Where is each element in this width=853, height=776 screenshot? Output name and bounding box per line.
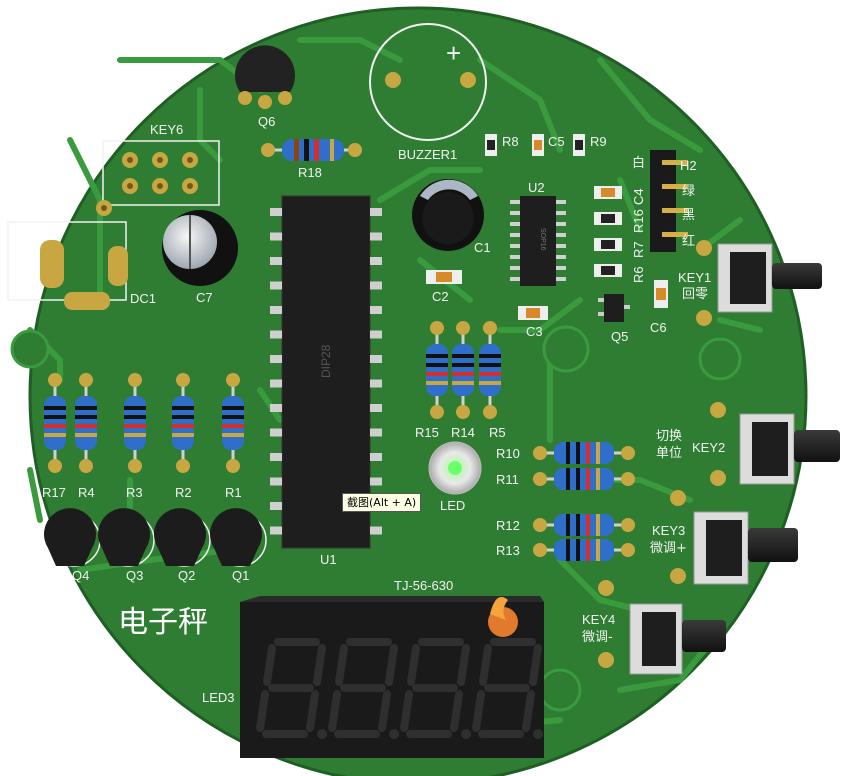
smd-c4-r16-r7-r6 bbox=[594, 186, 622, 277]
label-c5: C5 bbox=[548, 134, 565, 149]
board-title: 电子秤 bbox=[118, 605, 208, 640]
label-key2-fn-2: 单位 bbox=[656, 446, 682, 461]
label-h2: H2 bbox=[680, 158, 697, 173]
transistor-q1 bbox=[210, 508, 267, 567]
key6-outline bbox=[102, 140, 220, 206]
label-r5: R5 bbox=[489, 425, 506, 440]
label-key1: KEY1 bbox=[678, 270, 711, 285]
resistor-r11 bbox=[533, 468, 635, 490]
label-c7: C7 bbox=[196, 290, 213, 305]
ic-u1: DIP28 bbox=[270, 195, 382, 549]
label-c4: C4 bbox=[631, 188, 646, 205]
label-c6: C6 bbox=[650, 320, 667, 335]
transistor-q3 bbox=[98, 508, 155, 567]
label-key6: KEY6 bbox=[150, 122, 183, 137]
digit-3 bbox=[400, 638, 471, 739]
resistor-r17 bbox=[44, 373, 66, 473]
label-r13: R13 bbox=[496, 543, 520, 558]
label-q1: Q1 bbox=[232, 568, 249, 583]
label-wire-white: 白 bbox=[632, 155, 645, 171]
transistor-q6 bbox=[235, 45, 295, 109]
header-h2 bbox=[650, 150, 688, 252]
resistor-r12 bbox=[533, 514, 635, 536]
label-wire-red: 红 bbox=[682, 233, 695, 249]
label-r2: R2 bbox=[175, 485, 192, 500]
buzzer: + bbox=[369, 23, 487, 141]
label-q6: Q6 bbox=[258, 114, 275, 129]
resistor-r1 bbox=[222, 373, 244, 473]
resistor-r4 bbox=[75, 373, 97, 473]
transistor-q5 bbox=[598, 294, 630, 322]
resistor-r5 bbox=[479, 321, 501, 419]
resistor-r2 bbox=[172, 373, 194, 473]
svg-text:+: + bbox=[446, 38, 461, 68]
resistor-r18 bbox=[261, 139, 362, 161]
label-r4: R4 bbox=[78, 485, 95, 500]
label-r7: R7 bbox=[631, 241, 646, 258]
switch-key3 bbox=[670, 490, 798, 585]
label-c1: C1 bbox=[474, 240, 491, 255]
switch-key2 bbox=[710, 402, 840, 486]
dc-jack-dc1 bbox=[7, 221, 128, 310]
u2-body-text: SOP16 bbox=[539, 228, 546, 251]
label-r8: R8 bbox=[502, 134, 519, 149]
label-r18: R18 bbox=[298, 165, 322, 180]
smd-r8-c5-r9 bbox=[485, 134, 585, 156]
digit-1 bbox=[256, 638, 327, 739]
label-r9: R9 bbox=[590, 134, 607, 149]
resistor-r13 bbox=[533, 539, 635, 561]
label-r1: R1 bbox=[225, 485, 242, 500]
u1-body-text: DIP28 bbox=[319, 344, 333, 378]
orange-led-dot bbox=[488, 597, 518, 637]
resistor-r3 bbox=[124, 373, 146, 473]
label-wire-green: 绿 bbox=[682, 184, 695, 199]
label-key1-fn: 回零 bbox=[682, 287, 708, 302]
label-r15: R15 bbox=[415, 425, 439, 440]
resistor-r14 bbox=[452, 321, 474, 419]
digit-4 bbox=[472, 638, 543, 739]
label-u1: U1 bbox=[320, 552, 337, 567]
mount-holes bbox=[10, 325, 742, 712]
capacitor-c1 bbox=[412, 179, 484, 251]
resistor-r15 bbox=[426, 321, 448, 419]
label-r14: R14 bbox=[451, 425, 475, 440]
label-r10: R10 bbox=[496, 446, 520, 461]
label-r12: R12 bbox=[496, 518, 520, 533]
label-buzzer: BUZZER1 bbox=[398, 147, 457, 162]
label-q3: Q3 bbox=[126, 568, 143, 583]
transistor-q2 bbox=[154, 508, 211, 567]
ic-u2: SOP16 bbox=[510, 196, 566, 286]
label-key2-fn-1: 切换 bbox=[656, 429, 682, 444]
label-key4-fn: 微调- bbox=[582, 630, 613, 645]
label-q5: Q5 bbox=[611, 329, 628, 344]
label-r3: R3 bbox=[126, 485, 143, 500]
label-key3: KEY3 bbox=[652, 523, 685, 538]
capacitor-c7 bbox=[162, 210, 238, 286]
label-u2: U2 bbox=[528, 180, 545, 195]
label-r17: R17 bbox=[42, 485, 66, 500]
label-led3: LED3 bbox=[202, 690, 235, 705]
label-tj: TJ-56-630 bbox=[394, 578, 453, 593]
label-c2: C2 bbox=[432, 289, 449, 304]
screenshot-tooltip: 截图(Alt + A) bbox=[342, 493, 422, 512]
label-q2: Q2 bbox=[178, 568, 195, 583]
label-dc1: DC1 bbox=[130, 291, 156, 306]
label-key4: KEY4 bbox=[582, 612, 615, 627]
switch-key4 bbox=[598, 580, 726, 675]
label-c3: C3 bbox=[526, 324, 543, 339]
label-q4: Q4 bbox=[72, 568, 89, 583]
label-key3-fn: 微调+ bbox=[650, 541, 687, 556]
label-r6: R6 bbox=[631, 266, 646, 283]
digit-2 bbox=[328, 638, 399, 739]
label-key2: KEY2 bbox=[692, 440, 725, 455]
label-led: LED bbox=[440, 498, 465, 513]
label-wire-black: 黑 bbox=[682, 208, 695, 223]
label-r16: R16 bbox=[631, 209, 646, 233]
switch-key1 bbox=[696, 240, 822, 326]
resistor-r10 bbox=[533, 442, 635, 464]
label-r11: R11 bbox=[496, 472, 519, 487]
led-indicator bbox=[428, 441, 482, 495]
